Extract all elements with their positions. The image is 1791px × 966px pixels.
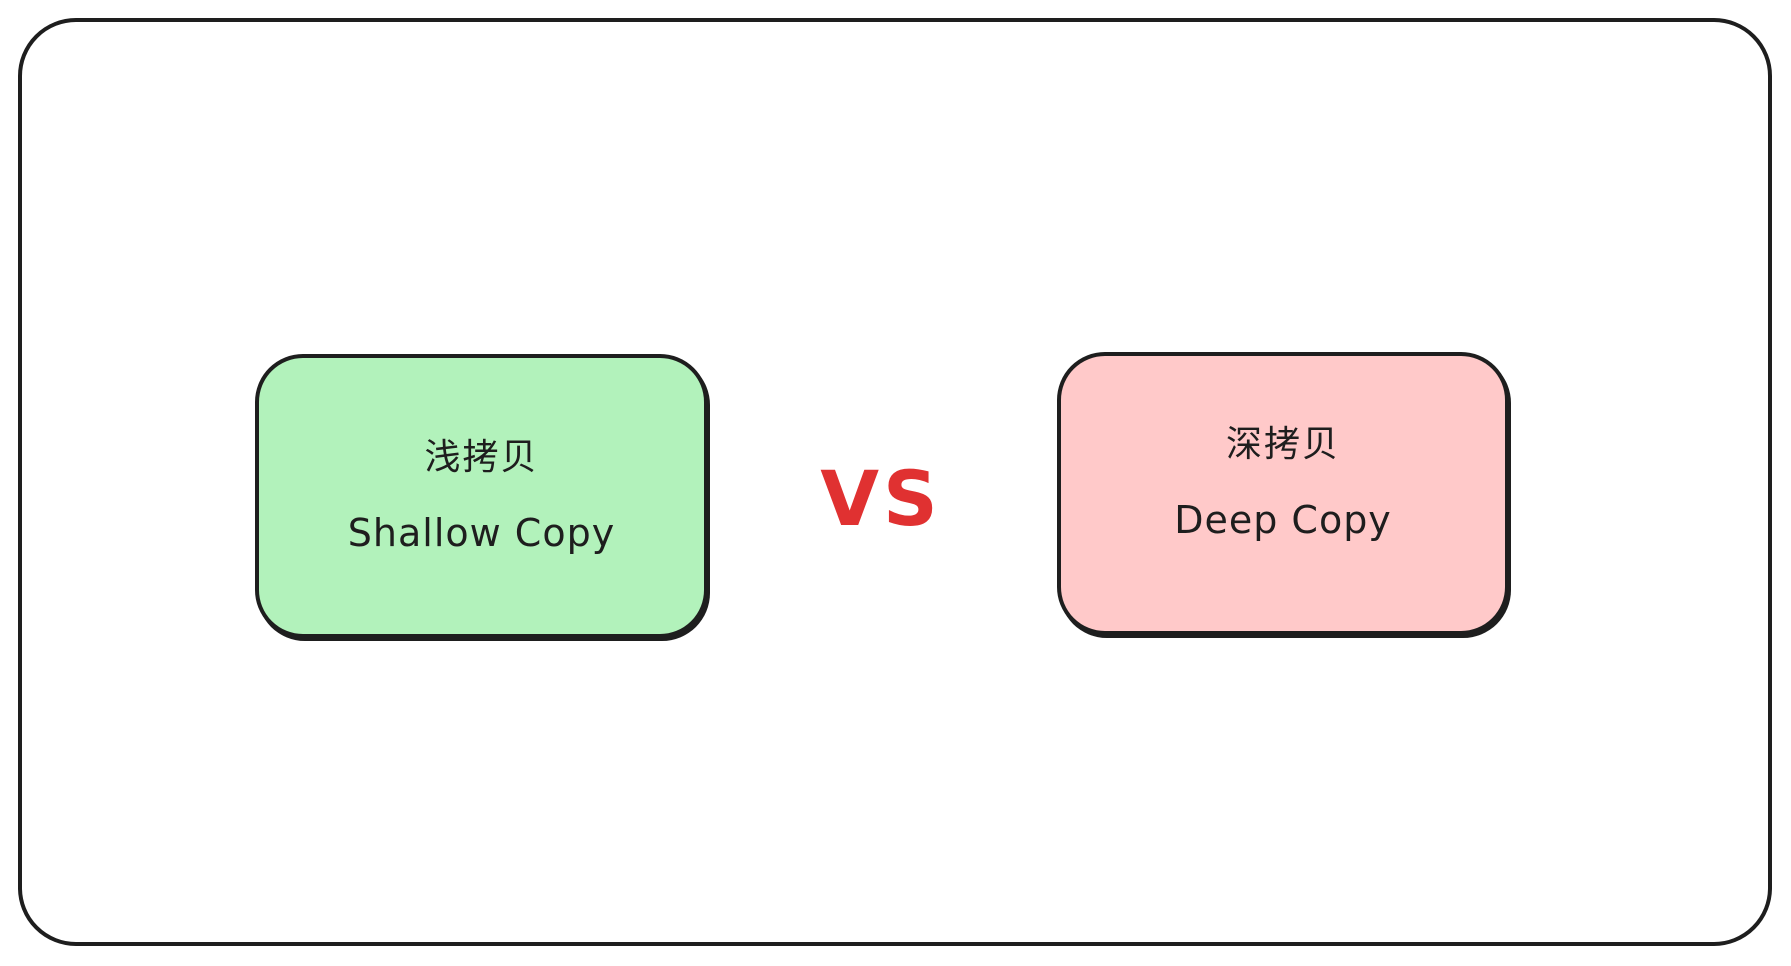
deep-copy-box: 深拷贝 Deep Copy: [1057, 352, 1509, 635]
versus-label: VS: [820, 454, 942, 543]
shallow-copy-english-label: Shallow Copy: [347, 511, 616, 555]
shallow-copy-box: 浅拷贝 Shallow Copy: [255, 354, 708, 638]
shallow-copy-chinese-label: 浅拷贝: [424, 437, 539, 478]
deep-copy-chinese-label: 深拷贝: [1225, 423, 1340, 465]
deep-copy-english-label: Deep Copy: [1174, 497, 1392, 542]
